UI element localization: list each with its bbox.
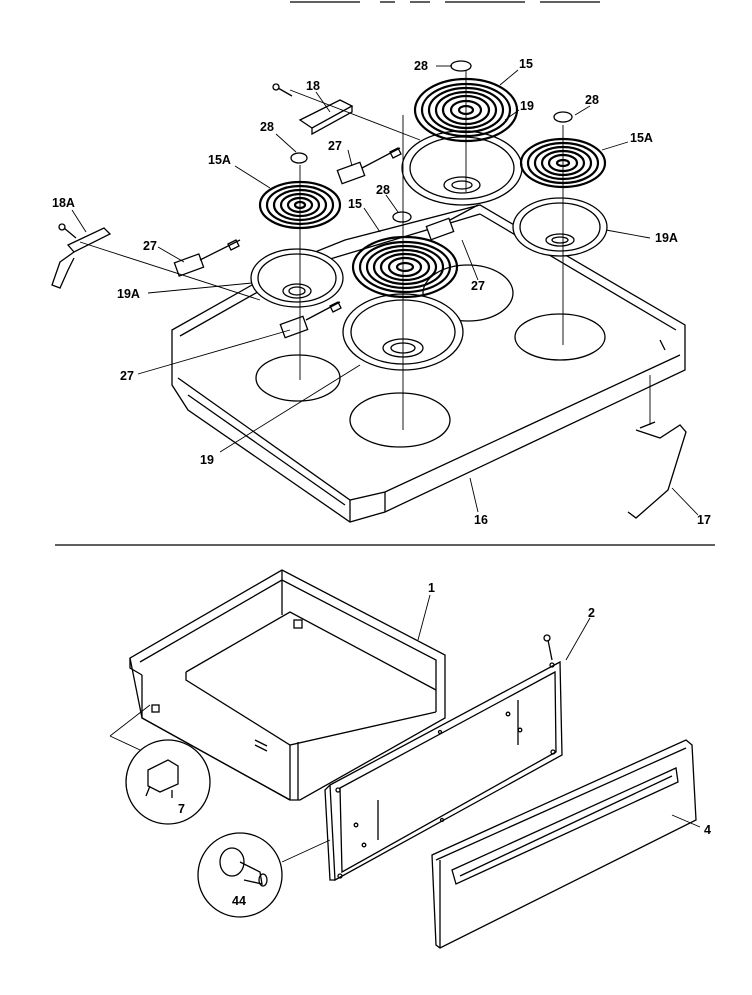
leader-lines-top xyxy=(71,65,699,516)
label-44: 44 xyxy=(232,894,246,908)
drip-bowl-19-rear xyxy=(401,130,523,206)
label-28: 28 xyxy=(260,120,274,134)
label-2: 2 xyxy=(588,606,595,620)
label-15A: 15A xyxy=(208,153,231,167)
label-18A: 18A xyxy=(52,196,75,210)
label-4: 4 xyxy=(704,823,711,837)
drawer-body-1 xyxy=(129,569,446,801)
label-27: 27 xyxy=(328,139,342,153)
callout-part-7 xyxy=(109,704,211,825)
label-16: 16 xyxy=(474,513,488,527)
label-28: 28 xyxy=(414,59,428,73)
drip-bowl-19A-right xyxy=(512,197,608,257)
part-labels: 28 15 19 28 15A 18 28 27 15A 18A 28 15 2… xyxy=(52,57,711,908)
label-27: 27 xyxy=(143,239,157,253)
drawer-back-panel-2 xyxy=(324,634,563,882)
label-27: 27 xyxy=(471,279,485,293)
label-15: 15 xyxy=(519,57,533,71)
label-19: 19 xyxy=(520,99,534,113)
rod-17 xyxy=(627,421,687,519)
label-19A: 19A xyxy=(117,287,140,301)
label-27: 27 xyxy=(120,369,134,383)
receptacle-27-parts xyxy=(173,147,479,339)
assembly-lines-top xyxy=(79,70,651,430)
callout-part-44 xyxy=(197,832,331,918)
label-18: 18 xyxy=(306,79,320,93)
trim-ring-28-parts xyxy=(290,60,573,223)
drip-bowl-19A-left xyxy=(250,248,344,308)
label-1: 1 xyxy=(428,581,435,595)
drawer-front-panel-4 xyxy=(431,739,697,949)
bracket-18A xyxy=(51,223,112,289)
label-7: 7 xyxy=(178,802,185,816)
label-15: 15 xyxy=(348,197,362,211)
leader-lines-bottom xyxy=(417,594,701,828)
label-19A: 19A xyxy=(655,231,678,245)
surface-element-15-front xyxy=(351,235,459,299)
label-17: 17 xyxy=(697,513,711,527)
label-28: 28 xyxy=(376,183,390,197)
label-28: 28 xyxy=(585,93,599,107)
label-19: 19 xyxy=(200,453,214,467)
bracket-18 xyxy=(272,83,354,136)
label-15A: 15A xyxy=(630,131,653,145)
